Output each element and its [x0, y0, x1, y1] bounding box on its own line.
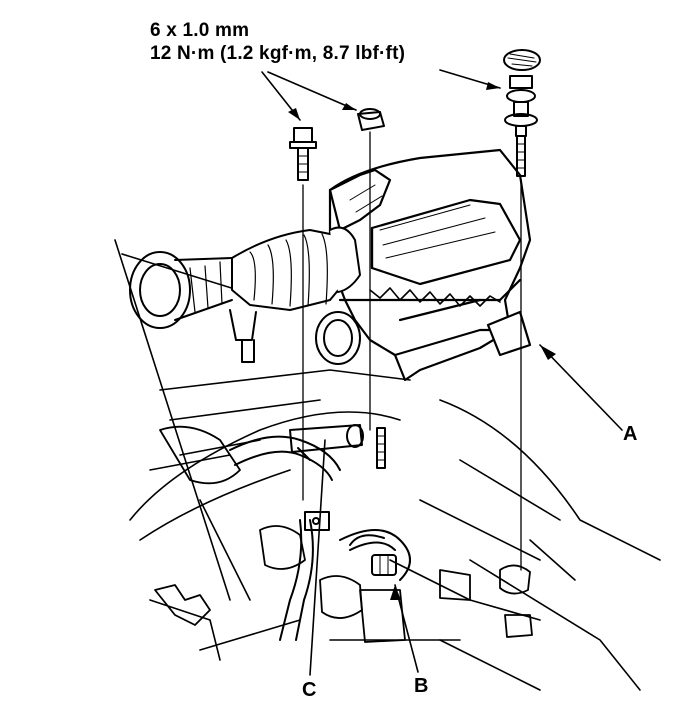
bolt-right	[503, 49, 541, 177]
callout-c: C	[302, 679, 317, 701]
nut-center	[357, 108, 385, 131]
callout-a: A	[623, 423, 638, 445]
alignment-lines	[302, 131, 522, 571]
bolt-left	[289, 127, 317, 181]
callout-b: B	[414, 675, 429, 697]
stud-bolt	[376, 427, 386, 469]
intake-duct	[129, 226, 361, 365]
sensor-connector	[349, 534, 397, 576]
bolt-size-label: 6 x 1.0 mm	[150, 20, 250, 41]
breather-hose	[289, 424, 364, 461]
air-cleaner-housing	[328, 148, 532, 382]
harness-clip	[304, 511, 330, 531]
lower-components	[154, 425, 533, 643]
torque-spec-label: 12 N·m (1.2 kgf·m, 8.7 lbf·ft)	[150, 43, 406, 64]
arrowheads	[288, 82, 556, 600]
